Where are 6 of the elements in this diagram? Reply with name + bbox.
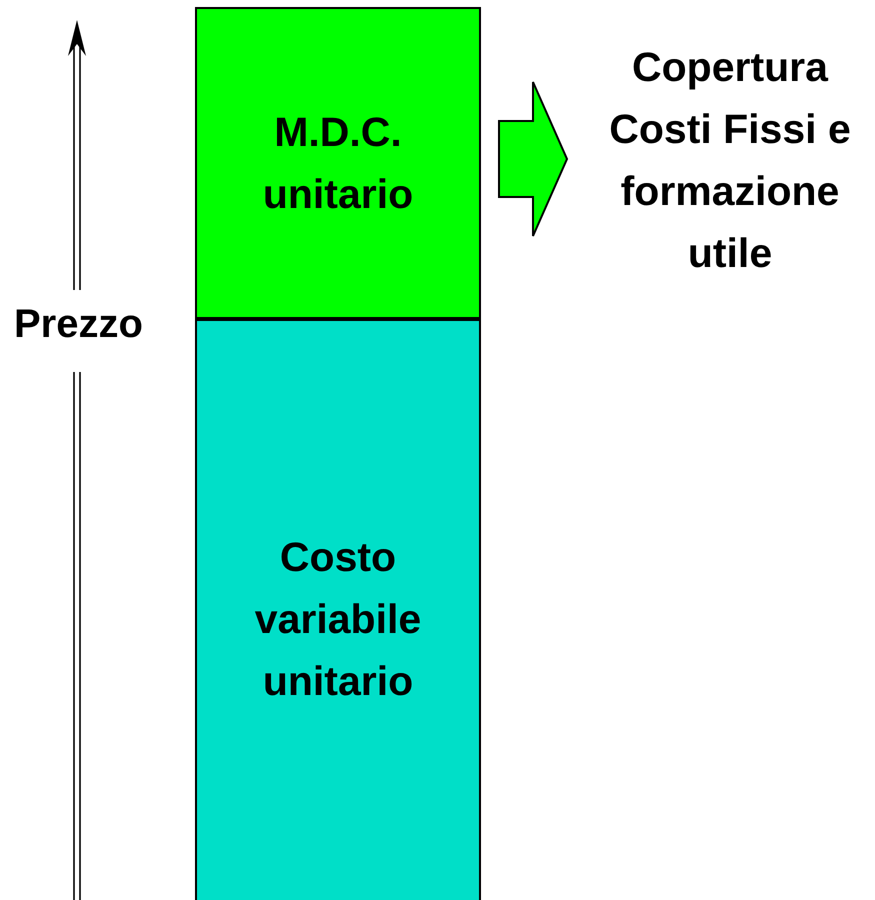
- box-label: Costo variabile unitario: [254, 533, 422, 706]
- box-label: M.D.C. unitario: [262, 108, 414, 219]
- result-text: Copertura Costi Fissi e formazione utile: [608, 43, 852, 278]
- margin-box: [195, 7, 481, 319]
- block-arrow: [498, 81, 568, 237]
- cost-box: [195, 319, 481, 900]
